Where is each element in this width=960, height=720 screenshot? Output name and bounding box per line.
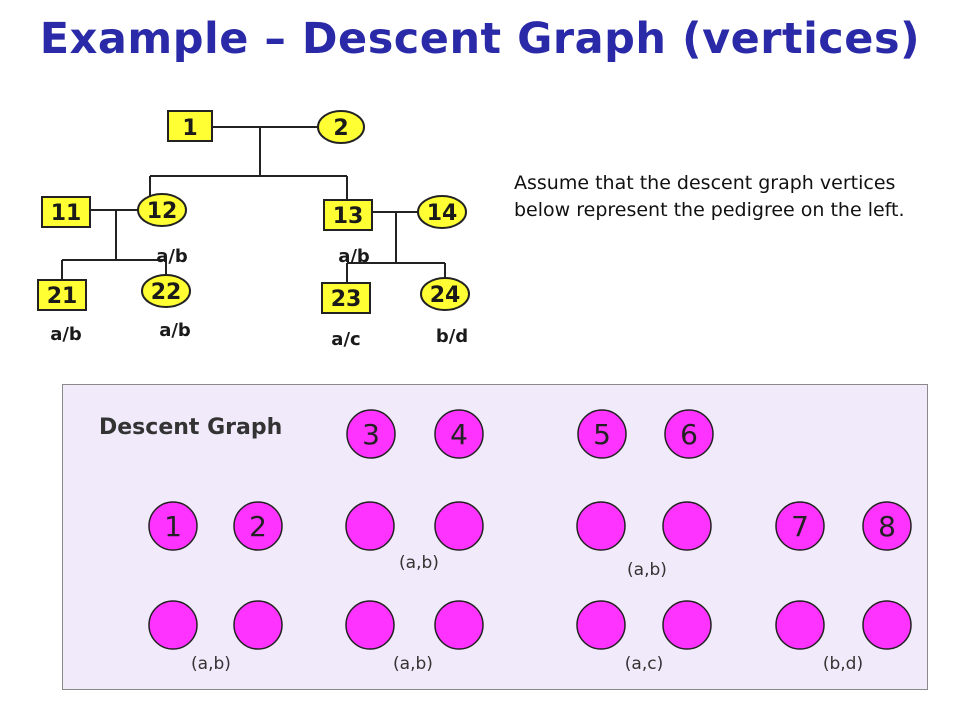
vertex (775, 501, 825, 551)
individual-22: 22 (141, 274, 191, 308)
individual-13-label: 13 (333, 204, 364, 229)
vertex-label: 7 (791, 510, 809, 543)
individual-11-square (41, 196, 91, 228)
pair-label: (a,b) (393, 654, 433, 674)
pair-label: (b,d) (823, 654, 863, 674)
assumption-note: Assume that the descent graph vertices b… (514, 172, 905, 221)
individual-12-label: 12 (147, 199, 178, 224)
vertex (862, 600, 912, 650)
individual-22-label: 22 (151, 280, 182, 305)
individual-21: 21 (37, 279, 87, 311)
individual-1-square (167, 110, 213, 142)
genotype-24: b/d (436, 326, 468, 347)
vertex-label: 6 (680, 418, 698, 451)
individual-14-circle (417, 195, 467, 229)
vertex (345, 600, 395, 650)
individual-21-square (37, 279, 87, 311)
individual-21-label: 21 (47, 284, 78, 309)
pair-label: (a,b) (191, 654, 231, 674)
vertex-label: 2 (249, 510, 267, 543)
vertex-label: 5 (593, 418, 611, 451)
individual-24: 24 (420, 277, 470, 311)
vertex (576, 600, 626, 650)
individual-24-circle (420, 277, 470, 311)
vertex (434, 409, 484, 459)
genotype-23: a/c (331, 329, 360, 350)
vertex-row-bottom (148, 600, 912, 650)
vertex-row-top: 3 4 5 6 (346, 409, 714, 459)
individual-11: 11 (41, 196, 91, 228)
pair-label: (a,b) (399, 553, 439, 573)
genotype-13: a/b (338, 246, 370, 267)
vertex (664, 409, 714, 459)
individual-22-circle (141, 274, 191, 308)
individual-13: 13 (323, 199, 373, 231)
pair-label: (a,c) (625, 654, 663, 674)
individual-23-square (321, 282, 371, 314)
genotype-21: a/b (50, 324, 82, 345)
individual-2: 2 (317, 110, 365, 144)
vertex (434, 501, 484, 551)
individual-13-square (323, 199, 373, 231)
vertex-row-middle: 1 2 7 8 (148, 501, 912, 551)
vertex-label: 1 (164, 510, 182, 543)
individual-14-label: 14 (427, 201, 458, 226)
vertex (775, 600, 825, 650)
pedigree-diagram: 1 2 11 12 13 14 21 22 23 24 a/b a/b a/b … (37, 110, 470, 350)
individual-14: 14 (417, 195, 467, 229)
pair-label: (a,b) (627, 560, 667, 580)
vertex (577, 409, 627, 459)
vertex-pair-labels: (a,b) (a,b) (a,b) (a,b) (a,c) (b,d) (191, 553, 863, 674)
individual-1: 1 (167, 110, 213, 142)
vertex (148, 600, 198, 650)
vertex (662, 501, 712, 551)
vertex (862, 501, 912, 551)
vertex (233, 600, 283, 650)
page-title: Example – Descent Graph (vertices) (39, 14, 921, 64)
descent-graph-title: Descent Graph (99, 415, 283, 440)
individual-11-label: 11 (51, 201, 82, 226)
vertex (576, 501, 626, 551)
individual-12-circle (137, 193, 187, 227)
individual-2-label: 2 (333, 116, 348, 141)
individual-23: 23 (321, 282, 371, 314)
vertex (434, 600, 484, 650)
vertex-label: 8 (878, 510, 896, 543)
vertex-label: 3 (362, 418, 380, 451)
descent-graph-panel: Descent Graph 3 4 5 6 1 2 7 8 (62, 384, 928, 690)
vertex (233, 501, 283, 551)
individual-24-label: 24 (430, 283, 461, 308)
vertex (662, 600, 712, 650)
genotype-22: a/b (159, 320, 191, 341)
pedigree-lines (61, 126, 446, 283)
individual-2-circle (317, 110, 365, 144)
vertex (345, 501, 395, 551)
descent-graph-canvas: 3 4 5 6 1 2 7 8 (148, 409, 912, 674)
vertex (148, 501, 198, 551)
individual-1-label: 1 (182, 116, 197, 141)
individual-23-label: 23 (331, 287, 362, 312)
vertex-label: 4 (450, 418, 468, 451)
genotype-12: a/b (156, 246, 188, 267)
vertex (346, 409, 396, 459)
individual-12: 12 (137, 193, 187, 227)
